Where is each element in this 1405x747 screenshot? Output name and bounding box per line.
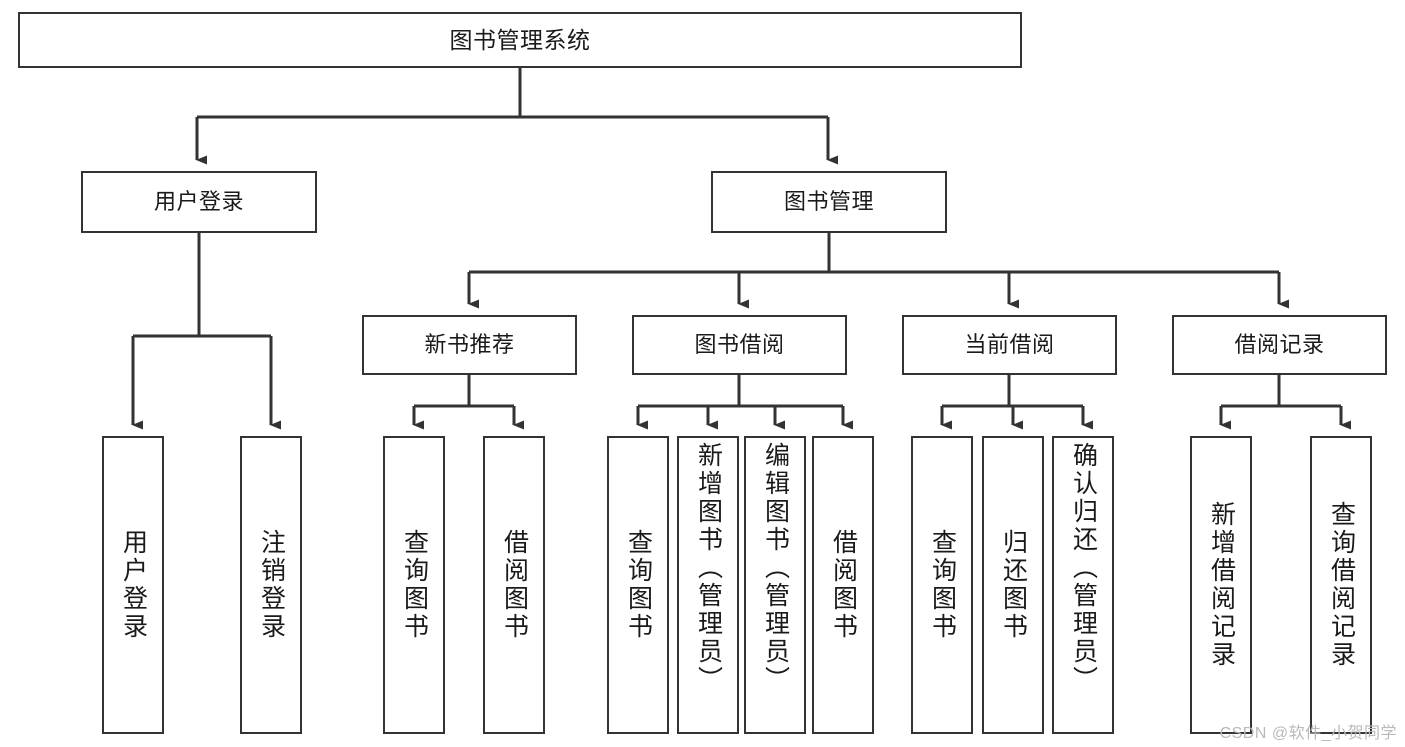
node-current-borrow-label: 当前借阅 bbox=[964, 332, 1055, 358]
node-leaf-add-record-label: 新增借阅记录 bbox=[1207, 501, 1236, 669]
node-leaf-edit-book-label: 编辑图书（管理员） bbox=[761, 442, 790, 694]
node-leaf-add-record[interactable]: 新增借阅记录 bbox=[1190, 436, 1252, 734]
node-leaf-borrow-book-rec[interactable]: 借阅图书 bbox=[483, 436, 545, 734]
node-leaf-confirm-return-label: 确认归还（管理员） bbox=[1069, 442, 1098, 694]
node-new-book-rec-label: 新书推荐 bbox=[424, 332, 515, 358]
node-leaf-query-book-rec[interactable]: 查询图书 bbox=[383, 436, 445, 734]
node-leaf-borrow-book-rec-label: 借阅图书 bbox=[500, 529, 529, 641]
node-book-manage[interactable]: 图书管理 bbox=[711, 171, 947, 233]
node-leaf-query-book-current-label: 查询图书 bbox=[928, 529, 957, 641]
node-leaf-query-book-borrow[interactable]: 查询图书 bbox=[607, 436, 669, 734]
node-leaf-edit-book[interactable]: 编辑图书（管理员） bbox=[744, 436, 806, 734]
node-leaf-borrow-book-label: 借阅图书 bbox=[829, 529, 858, 641]
node-leaf-return-book[interactable]: 归还图书 bbox=[982, 436, 1044, 734]
node-book-borrow[interactable]: 图书借阅 bbox=[632, 315, 847, 375]
node-leaf-return-book-label: 归还图书 bbox=[999, 529, 1028, 641]
node-leaf-logout[interactable]: 注销登录 bbox=[240, 436, 302, 734]
node-leaf-add-book[interactable]: 新增图书（管理员） bbox=[677, 436, 739, 734]
node-root[interactable]: 图书管理系统 bbox=[18, 12, 1022, 68]
node-leaf-user-login[interactable]: 用户登录 bbox=[102, 436, 164, 734]
node-user-login-label: 用户登录 bbox=[153, 189, 244, 215]
node-current-borrow[interactable]: 当前借阅 bbox=[902, 315, 1117, 375]
node-borrow-record-label: 借阅记录 bbox=[1234, 332, 1325, 358]
node-root-label: 图书管理系统 bbox=[449, 26, 591, 53]
node-leaf-query-book-rec-label: 查询图书 bbox=[400, 529, 429, 641]
node-new-book-rec[interactable]: 新书推荐 bbox=[362, 315, 577, 375]
node-leaf-confirm-return[interactable]: 确认归还（管理员） bbox=[1052, 436, 1114, 734]
node-leaf-query-record-label: 查询借阅记录 bbox=[1327, 501, 1356, 669]
node-leaf-query-record[interactable]: 查询借阅记录 bbox=[1310, 436, 1372, 734]
node-leaf-logout-label: 注销登录 bbox=[257, 529, 286, 641]
node-book-borrow-label: 图书借阅 bbox=[694, 332, 785, 358]
csdn-watermark: CSDN @软件_小贺同学 bbox=[1219, 725, 1397, 742]
node-borrow-record[interactable]: 借阅记录 bbox=[1172, 315, 1387, 375]
node-leaf-user-login-label: 用户登录 bbox=[119, 529, 148, 641]
node-leaf-add-book-label: 新增图书（管理员） bbox=[694, 442, 723, 694]
node-leaf-borrow-book[interactable]: 借阅图书 bbox=[812, 436, 874, 734]
node-user-login[interactable]: 用户登录 bbox=[81, 171, 317, 233]
node-leaf-query-book-current[interactable]: 查询图书 bbox=[911, 436, 973, 734]
node-book-manage-label: 图书管理 bbox=[783, 189, 874, 215]
node-leaf-query-book-borrow-label: 查询图书 bbox=[624, 529, 653, 641]
